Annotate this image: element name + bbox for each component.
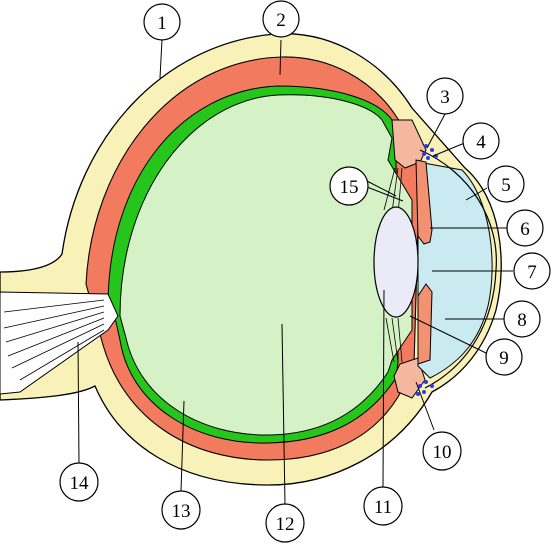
callout-11: 11 <box>363 486 403 526</box>
svg-text:12: 12 <box>276 514 295 535</box>
callout-15: 15 <box>329 166 369 206</box>
svg-text:15: 15 <box>340 177 359 198</box>
optic-nerve-fibers <box>3 299 105 381</box>
callout-1: 1 <box>143 3 181 41</box>
svg-text:13: 13 <box>172 501 191 522</box>
svg-text:7: 7 <box>527 262 537 283</box>
svg-text:3: 3 <box>440 87 450 108</box>
svg-text:9: 9 <box>499 348 509 369</box>
svg-text:6: 6 <box>520 219 530 240</box>
anterior-chamber <box>417 161 493 379</box>
callout-13: 13 <box>161 490 201 530</box>
callouts: 1 2 3 4 5 6 7 8 <box>59 0 551 543</box>
iris-bottom <box>417 283 433 365</box>
svg-text:8: 8 <box>517 310 527 331</box>
svg-text:1: 1 <box>157 13 167 34</box>
callout-14: 14 <box>59 462 99 502</box>
callout-7: 7 <box>513 252 551 290</box>
callout-9: 9 <box>485 338 523 376</box>
leader-lines <box>77 39 513 505</box>
svg-text:4: 4 <box>476 132 486 153</box>
callout-4: 4 <box>462 122 500 160</box>
callout-2: 2 <box>262 0 300 38</box>
svg-text:5: 5 <box>501 175 511 196</box>
svg-text:10: 10 <box>433 442 452 463</box>
cornea <box>419 149 497 389</box>
callout-12: 12 <box>265 503 305 543</box>
svg-text:14: 14 <box>70 473 90 494</box>
optic-nerve <box>0 291 119 395</box>
svg-text:11: 11 <box>374 497 392 518</box>
callout-8: 8 <box>503 300 541 338</box>
svg-text:2: 2 <box>276 10 286 31</box>
callout-10: 10 <box>422 431 462 471</box>
callout-3: 3 <box>426 77 464 115</box>
lens <box>373 206 419 318</box>
callout-5: 5 <box>487 165 525 203</box>
iris-top <box>415 159 433 245</box>
callout-6: 6 <box>506 209 544 247</box>
